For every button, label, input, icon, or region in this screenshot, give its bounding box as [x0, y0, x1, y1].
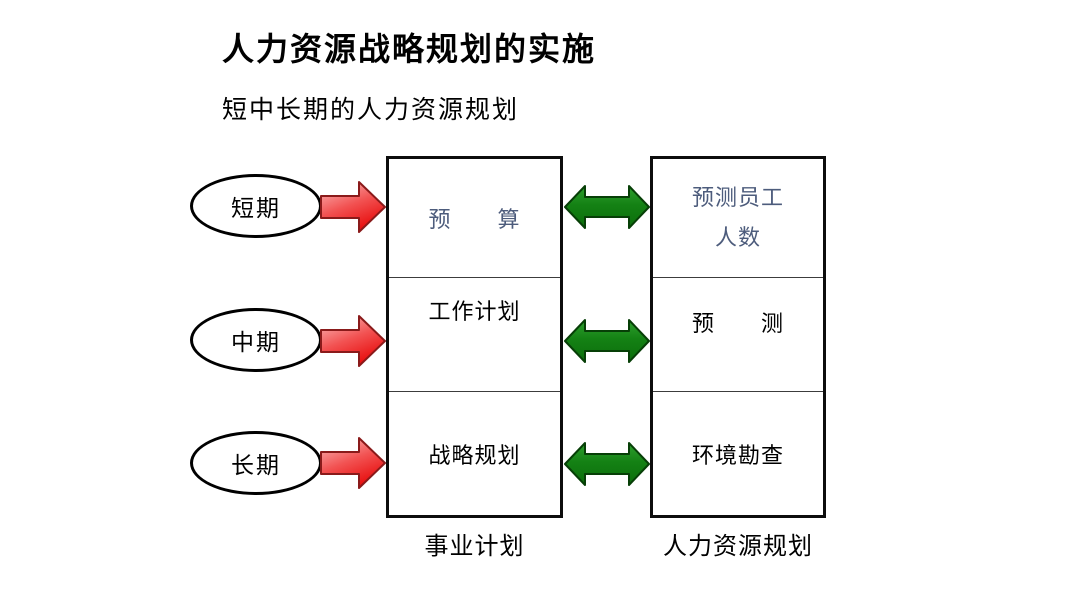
oval-short-term-label: 短期 [231, 195, 281, 221]
business-plan-row-strategic-plan: 战略规划 [389, 391, 560, 515]
oval-short-term: 短期 [190, 174, 322, 238]
green-double-arrow-icon [564, 319, 650, 363]
hr-plan-caption: 人力资源规划 [663, 533, 813, 560]
hr-plan-row-forecast: 预 测 [653, 277, 823, 391]
red-arrow-icon [320, 315, 386, 367]
business-plan-row-work-plan: 工作计划 [389, 277, 560, 391]
green-double-arrow-icon [564, 185, 650, 229]
forecast-label: 预 测 [691, 311, 784, 336]
headcount-forecast-line2: 人数 [714, 225, 761, 250]
slide-subtitle: 短中长期的人力资源规划 [222, 96, 520, 124]
environment-survey-label: 环境勘查 [691, 442, 784, 468]
hr-plan-box: 预测员工 人数 预 测 环境勘查 [650, 156, 826, 518]
work-plan-label: 工作计划 [428, 299, 521, 324]
business-plan-row-budget: 预 算 [389, 159, 560, 277]
slide-title: 人力资源战略规划的实施 [222, 31, 597, 67]
headcount-forecast-line1: 预测员工 [691, 185, 784, 210]
red-arrow-icon [320, 181, 386, 233]
oval-mid-term-label: 中期 [231, 329, 281, 355]
oval-mid-term: 中期 [190, 308, 322, 372]
red-arrow-icon [320, 437, 386, 489]
oval-long-term-label: 长期 [231, 452, 281, 478]
hr-plan-row-headcount-forecast: 预测员工 人数 [653, 159, 823, 277]
strategic-plan-label: 战略规划 [428, 442, 521, 468]
business-plan-caption: 事业计划 [424, 533, 525, 560]
hr-plan-row-environment-survey: 环境勘查 [653, 391, 823, 515]
headcount-forecast-label: 预测员工 人数 [692, 178, 784, 258]
budget-label: 预 算 [428, 207, 521, 232]
business-plan-box: 预 算 工作计划 战略规划 [386, 156, 563, 518]
oval-long-term: 长期 [190, 431, 322, 495]
green-double-arrow-icon [564, 442, 650, 486]
